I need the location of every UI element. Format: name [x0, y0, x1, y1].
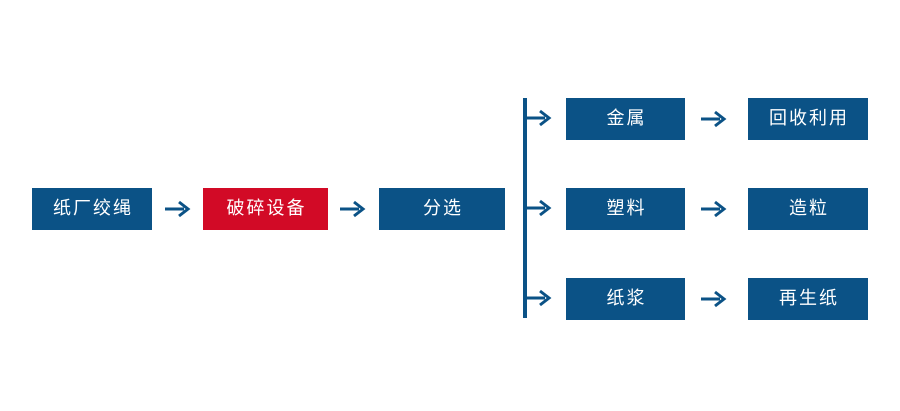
node-sorting[interactable]: 分选: [379, 188, 505, 230]
node-pelletize[interactable]: 造粒: [748, 188, 868, 230]
branch-arrow-right-icon-pulp: [525, 288, 553, 308]
node-pulp[interactable]: 纸浆: [566, 278, 685, 320]
arrow-right-icon-metal-to-recycle: [700, 109, 728, 129]
branch-arrow-right-icon-metal: [525, 108, 553, 128]
arrow-right-icon-plastic-to-pelletize: [700, 199, 728, 219]
node-recycle-reuse[interactable]: 回收利用: [748, 98, 868, 140]
node-metal[interactable]: 金属: [566, 98, 685, 140]
branch-arrow-right-icon-plastic: [525, 198, 553, 218]
node-paper-mill-rope[interactable]: 纸厂绞绳: [32, 188, 152, 230]
node-plastic[interactable]: 塑料: [566, 188, 685, 230]
arrow-right-icon-pulp-to-recycled-paper: [700, 289, 728, 309]
arrow-right-icon-crusher-to-sorting: [339, 199, 367, 219]
node-recycled-paper[interactable]: 再生纸: [748, 278, 868, 320]
node-crushing-equipment[interactable]: 破碎设备: [203, 188, 328, 230]
arrow-right-icon-source-to-crusher: [164, 199, 192, 219]
